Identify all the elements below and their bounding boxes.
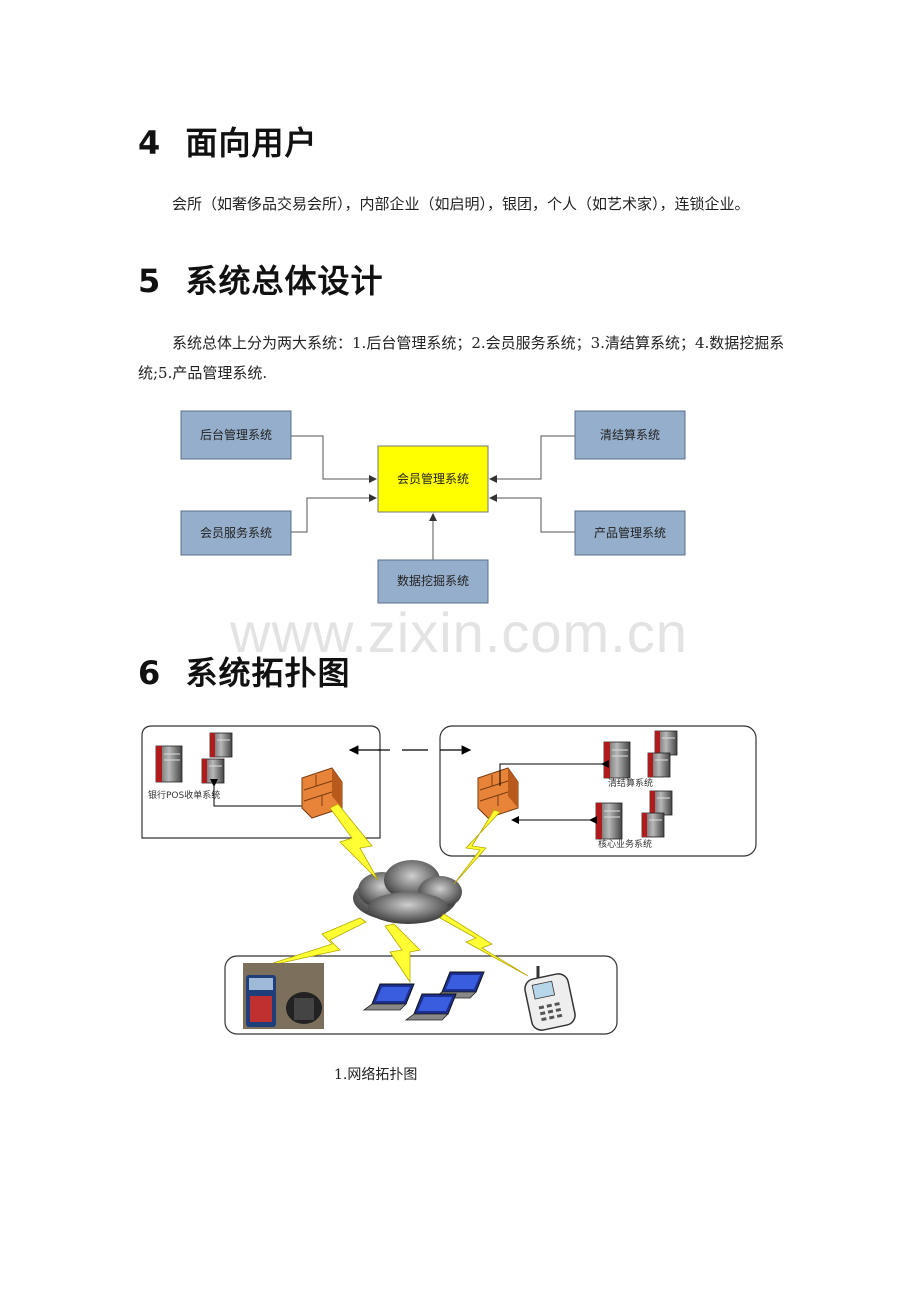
wireless-links <box>257 803 529 984</box>
system-architecture-diagram: 会员管理系统 后台管理系统 会员服务系统 清结算系统 产品管理系统 数据挖掘系统 <box>180 410 686 604</box>
node-member-service-label: 会员服务系统 <box>200 525 272 540</box>
node-backend-label: 后台管理系统 <box>200 427 272 442</box>
mobile-phone-icon <box>524 966 576 1031</box>
node-backend: 后台管理系统 <box>180 410 292 460</box>
center-node: 会员管理系统 <box>377 445 489 513</box>
figure-caption: 1.网络拓扑图 <box>334 1067 418 1083</box>
laptop-icon-3 <box>405 993 457 1021</box>
internet-cloud-icon <box>353 860 462 924</box>
watermark: www.zixin.com.cn <box>230 601 688 664</box>
label-clearing: 清结算系统 <box>608 777 653 789</box>
section-5-body: 系统总体上分为两大系统：1.后台管理系统；2.会员服务系统；3.清结算系统；4.… <box>138 334 785 382</box>
node-member-service: 会员服务系统 <box>180 510 292 556</box>
node-clearing-label: 清结算系统 <box>600 427 660 442</box>
network-topology-diagram: 银行POS收单系统 清结算系统 核心业务系统 <box>141 725 757 1035</box>
pos-terminals-photo <box>243 963 324 1029</box>
section-6-heading: 6 系统拓扑图 <box>138 654 351 692</box>
bank-servers <box>155 732 233 784</box>
node-data-mining-label: 数据挖掘系统 <box>397 573 469 588</box>
clearing-servers <box>603 730 678 779</box>
section-4-heading: 4 面向用户 <box>138 124 318 162</box>
node-clearing: 清结算系统 <box>574 410 686 460</box>
node-product-label: 产品管理系统 <box>594 525 666 540</box>
laptop-icon-1 <box>363 983 415 1011</box>
node-product: 产品管理系统 <box>574 510 686 556</box>
section-5-heading: 5 系统总体设计 <box>138 262 384 300</box>
center-node-label: 会员管理系统 <box>397 471 469 486</box>
firewall-right-icon <box>477 767 519 819</box>
node-data-mining: 数据挖掘系统 <box>377 559 489 604</box>
terminal-box <box>224 955 618 1035</box>
core-servers <box>595 790 673 840</box>
section-4-body: 会所（如奢侈品交易会所），内部企业（如启明），银团，个人（如艺术家），连锁企业。 <box>172 195 750 213</box>
label-bank-pos: 银行POS收单系统 <box>148 789 220 801</box>
label-core: 核心业务系统 <box>598 838 652 850</box>
bank-network-box <box>141 725 381 839</box>
core-network-box <box>439 725 757 857</box>
